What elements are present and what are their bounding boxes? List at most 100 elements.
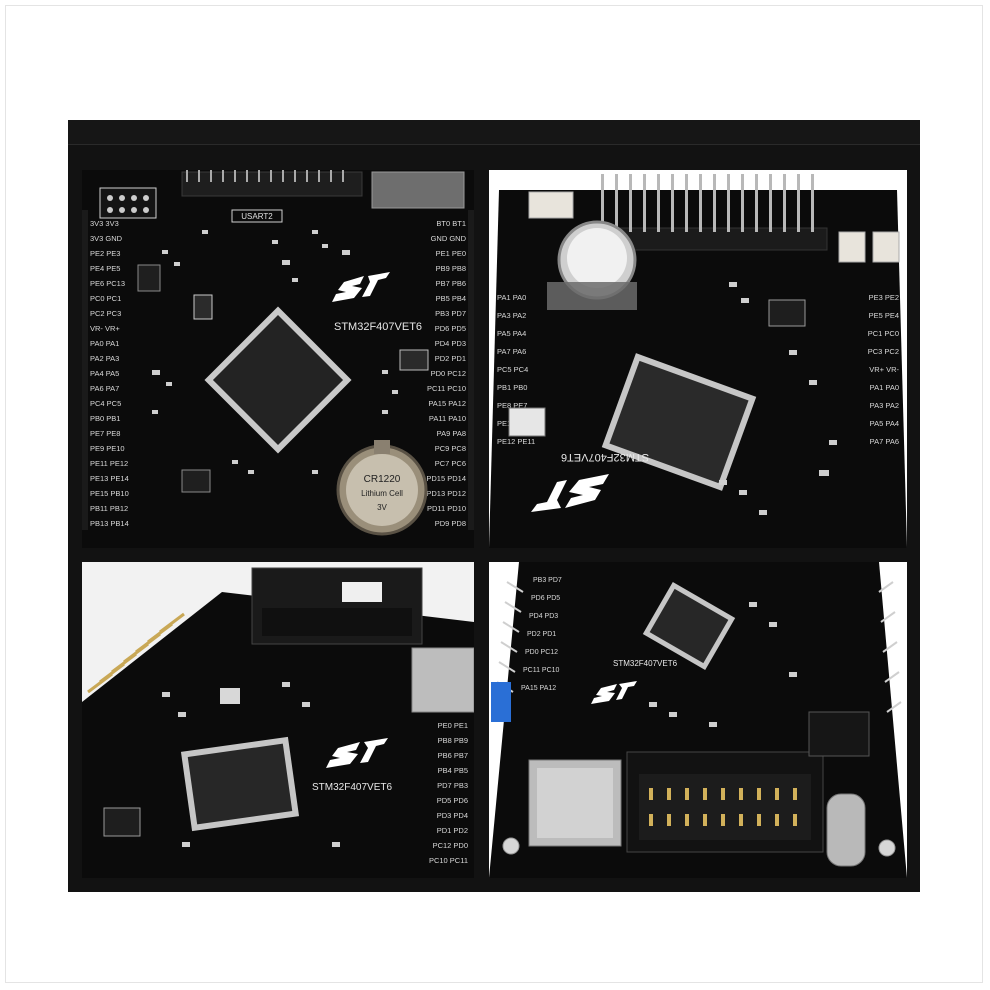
pin-label: PE12 PE11 xyxy=(497,437,535,446)
female-header xyxy=(808,711,870,757)
pin-label: PB5 PB4 xyxy=(436,294,466,303)
pin-label: PE3 PE2 xyxy=(869,293,899,302)
battery-voltage-label: 3V xyxy=(377,503,387,512)
jst-connector xyxy=(872,231,900,263)
pin-label: PD9 PD8 xyxy=(435,519,466,528)
battery-chem-label: Lithium Cell xyxy=(361,489,403,498)
pin-label: PE13 PE14 xyxy=(90,474,129,483)
pin-label: PC1 PC0 xyxy=(868,329,899,338)
pin-label: 3V3 3V3 xyxy=(90,219,119,228)
pin-label: PD2 PD1 xyxy=(527,631,556,638)
right-pin-labels: BT0 BT1 GND GND PE1 PE0 PB9 PB8 PB7 PB6 … xyxy=(426,219,466,528)
board-front-svg: 3V3 3V3 3V3 GND PE2 PE3 PE4 PE5 PE6 PC13… xyxy=(82,170,474,548)
usart-label: USART2 xyxy=(241,212,273,221)
crystal xyxy=(193,294,213,320)
coin-cell-holder xyxy=(547,220,637,310)
pin-label: PA7 PA6 xyxy=(497,347,526,356)
pin-label: PD15 PD14 xyxy=(426,474,466,483)
st-logo xyxy=(591,681,637,704)
pin-label: PA15 PA12 xyxy=(428,399,466,408)
pin-label: PC12 PD0 xyxy=(433,841,468,850)
mcu-part-label: STM32F407VET6 xyxy=(334,321,422,333)
board-connectors-svg: PB3 PD7 PD6 PD5 PD4 PD3 PD2 PD1 PD0 PC12… xyxy=(489,562,907,878)
pin-label: PD5 PD6 xyxy=(437,796,468,805)
pin-label: PD0 PC12 xyxy=(431,369,466,378)
coin-cell-holder xyxy=(336,440,428,536)
eeprom-ic xyxy=(181,469,211,493)
collage-top-strip xyxy=(68,120,920,145)
pin-label: PA9 PA8 xyxy=(437,429,466,438)
pin-label: PA2 PA3 xyxy=(90,354,119,363)
mounting-hole xyxy=(502,837,520,855)
slide-switch xyxy=(508,407,546,437)
pin-label: PB9 PB8 xyxy=(436,264,466,273)
mcu-chip xyxy=(601,353,757,491)
smd-components xyxy=(719,282,837,515)
pin-label: PC9 PC8 xyxy=(435,444,466,453)
pin-label: PE11 PE12 xyxy=(90,459,128,468)
pin-label: PB13 PB14 xyxy=(90,519,129,528)
pin-label: PE6 PC13 xyxy=(90,279,125,288)
pin-label: PD6 PD5 xyxy=(531,595,560,602)
pin-label: PD4 PD3 xyxy=(529,613,558,620)
blue-jumper xyxy=(491,682,511,722)
pin-label: PE7 PE8 xyxy=(90,429,120,438)
pin-label: PB6 PB7 xyxy=(438,751,468,760)
right-pin-header xyxy=(878,581,902,713)
pin-label: PB3 PD7 xyxy=(533,577,562,584)
left-pin-labels: 3V3 3V3 3V3 GND PE2 PE3 PE4 PE5 PE6 PC13… xyxy=(90,219,129,528)
smd-components xyxy=(152,230,398,474)
reset-button xyxy=(399,349,429,371)
pin-label: GND GND xyxy=(431,234,467,243)
microsd-slot xyxy=(528,759,622,847)
mcu-part-label: STM32F407VET6 xyxy=(312,782,392,793)
pin-label: PB4 PB5 xyxy=(438,766,468,775)
pin-label: PD2 PD1 xyxy=(435,354,466,363)
pin-label: PE8 PE7 xyxy=(497,401,527,410)
usb-c-connector xyxy=(826,793,866,867)
pin-label: BT0 BT1 xyxy=(436,219,466,228)
smd-components xyxy=(649,602,797,727)
pin-label: PA15 PA12 xyxy=(521,685,556,692)
pin-label: PD6 PD5 xyxy=(435,324,466,333)
photo-board-connectors-angle: PB3 PD7 PD6 PD5 PD4 PD3 PD2 PD1 PD0 PC12… xyxy=(489,562,907,878)
pin-label: PC4 PC5 xyxy=(90,399,121,408)
mcu-part-label: STM32F407VET6 xyxy=(613,659,678,668)
pin-label: PD0 PC12 xyxy=(525,649,558,656)
pin-label: PE5 PE4 xyxy=(869,311,899,320)
pin-label: PB7 PB6 xyxy=(436,279,466,288)
pin-label: PD11 PD10 xyxy=(427,504,466,513)
st-logo xyxy=(332,272,390,302)
pin-label: PC7 PC6 xyxy=(435,459,466,468)
small-ic xyxy=(768,299,806,327)
pin-label: PB3 PD7 xyxy=(435,309,466,318)
left-pin-labels: PB3 PD7 PD6 PD5 PD4 PD3 PD2 PD1 PD0 PC12… xyxy=(521,577,562,692)
pin-label: VR+ VR- xyxy=(869,365,899,374)
pin-label: PA4 PA5 xyxy=(90,369,119,378)
pin-label: PE0 PE1 xyxy=(438,721,468,730)
image-frame xyxy=(5,5,983,983)
photo-board-jtag-angle: PE0 PE1 PB8 PB9 PB6 PB7 PB4 PB5 PD7 PB3 … xyxy=(82,562,474,878)
st-logo xyxy=(531,474,609,512)
smd-components xyxy=(162,682,340,847)
pin-label: PC0 PC1 xyxy=(90,294,121,303)
battery-model-label: CR1220 xyxy=(364,474,401,485)
pin-label: VR- VR+ xyxy=(90,324,120,333)
board-jtag-svg: PE0 PE1 PB8 PB9 PB6 PB7 PB4 PB5 PD7 PB3 … xyxy=(82,562,474,878)
right-pin-labels: PE3 PE2 PE5 PE4 PC1 PC0 PC3 PC2 VR+ VR- … xyxy=(868,293,900,446)
jtag-header xyxy=(251,567,423,645)
pin-label: PC11 PC10 xyxy=(427,384,466,393)
pin-label: PA1 PA0 xyxy=(497,293,526,302)
pin-label: PA1 PA0 xyxy=(870,383,899,392)
pin-label: PE9 PE10 xyxy=(90,444,125,453)
mcu-part-label: STM32F407VET6 xyxy=(561,451,649,463)
pin-label: PB11 PB12 xyxy=(90,504,128,513)
jst-connector xyxy=(528,191,574,219)
pin-label: PB1 PB0 xyxy=(497,383,527,392)
pin-label: PD1 PD2 xyxy=(437,826,468,835)
pin-label: PA11 PA10 xyxy=(429,414,466,423)
boot-header xyxy=(99,187,157,219)
mcu-chip xyxy=(642,582,736,670)
pin-label: PA5 PA4 xyxy=(497,329,526,338)
pin-label: PC11 PC10 xyxy=(523,667,560,674)
